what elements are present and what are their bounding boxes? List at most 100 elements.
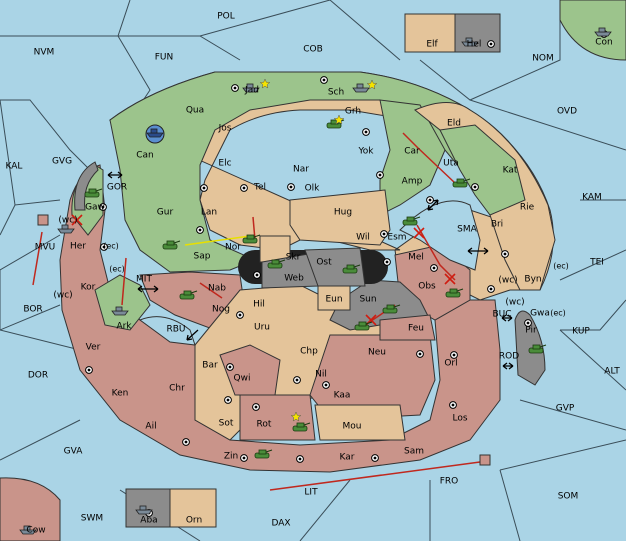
army-unit-icon[interactable] xyxy=(402,216,421,226)
fleet-unit-icon[interactable] xyxy=(111,306,129,316)
army-unit-icon[interactable] xyxy=(267,259,286,269)
army-unit-icon[interactable] xyxy=(254,449,273,459)
label-wc1: (wc) xyxy=(58,216,77,226)
label-ver: Ver xyxy=(86,343,101,353)
label-sam: Sam xyxy=(404,447,424,457)
region-elf[interactable] xyxy=(404,13,456,53)
supply-center-core xyxy=(202,186,206,190)
army-unit-icon[interactable] xyxy=(84,188,103,198)
army-unit-icon[interactable] xyxy=(242,234,261,244)
fleet-unit-icon[interactable] xyxy=(146,128,164,138)
build-star-icon xyxy=(259,78,271,89)
supply-center-core xyxy=(373,456,377,460)
label-ark: Ark xyxy=(116,322,132,332)
convoy-marker-icon[interactable] xyxy=(37,214,49,226)
supply-center-core xyxy=(242,456,246,460)
army-unit-icon[interactable] xyxy=(354,321,373,331)
label-chp: Chp xyxy=(300,347,318,357)
supply-center-core xyxy=(418,352,422,356)
label-kam: KAM xyxy=(582,193,602,203)
label-olk: Olk xyxy=(305,184,321,194)
label-ec3: (ec) xyxy=(553,262,569,271)
label-nil: Nil xyxy=(315,370,327,380)
supply-center-core xyxy=(238,313,242,317)
label-uru: Uru xyxy=(254,323,270,333)
label-wc4: (wc) xyxy=(505,298,524,308)
label-sot: Sot xyxy=(219,419,234,429)
label-mou: Mou xyxy=(343,422,362,432)
army-unit-icon[interactable] xyxy=(342,264,361,274)
label-her: Her xyxy=(70,242,86,252)
label-alt: ALT xyxy=(604,367,620,377)
army-unit-icon[interactable] xyxy=(528,344,547,354)
label-rie: Rie xyxy=(520,203,535,213)
army-unit-icon[interactable] xyxy=(445,288,464,298)
supply-center-core xyxy=(295,378,299,382)
region-cow-land[interactable] xyxy=(0,477,61,541)
label-hel: Hel xyxy=(467,40,482,50)
army-unit-icon[interactable] xyxy=(179,290,198,300)
label-cob: COB xyxy=(303,45,323,55)
label-elf: Elf xyxy=(426,40,438,50)
label-fro: FRO xyxy=(440,477,459,487)
supply-center-core xyxy=(289,185,293,189)
supply-center-core xyxy=(184,440,188,444)
army-unit-icon[interactable] xyxy=(162,240,181,250)
label-dax: DAX xyxy=(271,519,290,529)
label-nab: Nab xyxy=(208,284,226,294)
label-nog: Nog xyxy=(212,305,230,315)
label-aba: Aba xyxy=(140,516,157,526)
label-hil: Hil xyxy=(253,300,265,310)
label-ail: Ail xyxy=(145,422,156,432)
label-sun: Sun xyxy=(359,295,376,305)
label-cow: Cow xyxy=(26,526,45,536)
label-feu: Feu xyxy=(408,324,424,334)
supply-center-core xyxy=(101,205,105,209)
label-nvm: NVM xyxy=(34,48,55,58)
label-tel: Tel xyxy=(253,183,266,193)
fleet-unit-icon[interactable] xyxy=(19,525,37,535)
supply-center-core xyxy=(87,368,91,372)
label-amp: Amp xyxy=(402,177,423,187)
army-unit-icon[interactable] xyxy=(382,304,401,314)
build-star-icon xyxy=(366,79,378,90)
label-ost: Ost xyxy=(316,258,332,268)
supply-center-core xyxy=(198,228,202,232)
fleet-unit-icon[interactable] xyxy=(461,37,479,47)
build-star-icon xyxy=(290,411,302,422)
label-nor: Nor xyxy=(225,243,241,253)
fleet-unit-icon[interactable] xyxy=(135,505,153,515)
label-ec4: (ec) xyxy=(550,309,566,318)
label-elc: Elc xyxy=(218,159,231,169)
label-los: Los xyxy=(452,414,467,424)
army-unit-icon[interactable] xyxy=(326,119,345,129)
supply-center-core xyxy=(489,287,493,291)
region-aba[interactable] xyxy=(125,488,171,528)
army-unit-icon[interactable] xyxy=(292,422,311,432)
label-som: SOM xyxy=(558,492,579,502)
label-ken: Ken xyxy=(112,389,129,399)
convoy-marker-icon[interactable] xyxy=(479,454,491,466)
army-unit-icon[interactable] xyxy=(452,178,471,188)
fleet-unit-icon[interactable] xyxy=(57,224,75,234)
fleet-unit-icon[interactable] xyxy=(242,83,260,93)
label-pol: POL xyxy=(217,12,235,22)
supply-center-core xyxy=(473,185,477,189)
label-jad: Jad xyxy=(244,86,259,96)
region-orn[interactable] xyxy=(169,488,217,528)
supply-center-core xyxy=(385,260,389,264)
label-rod: ROD xyxy=(499,352,519,362)
fleet-unit-icon[interactable] xyxy=(594,27,612,37)
label-qwi: Qwi xyxy=(234,374,251,384)
supply-center-core xyxy=(432,266,436,270)
label-uta: Uta xyxy=(443,159,459,169)
fleet-unit-icon[interactable] xyxy=(352,83,370,93)
label-skr: Skr xyxy=(286,253,301,263)
label-ec2: (ec) xyxy=(109,265,125,274)
supply-center-core xyxy=(451,403,455,407)
supply-centers xyxy=(85,30,608,517)
label-zin: Zin xyxy=(224,452,238,462)
